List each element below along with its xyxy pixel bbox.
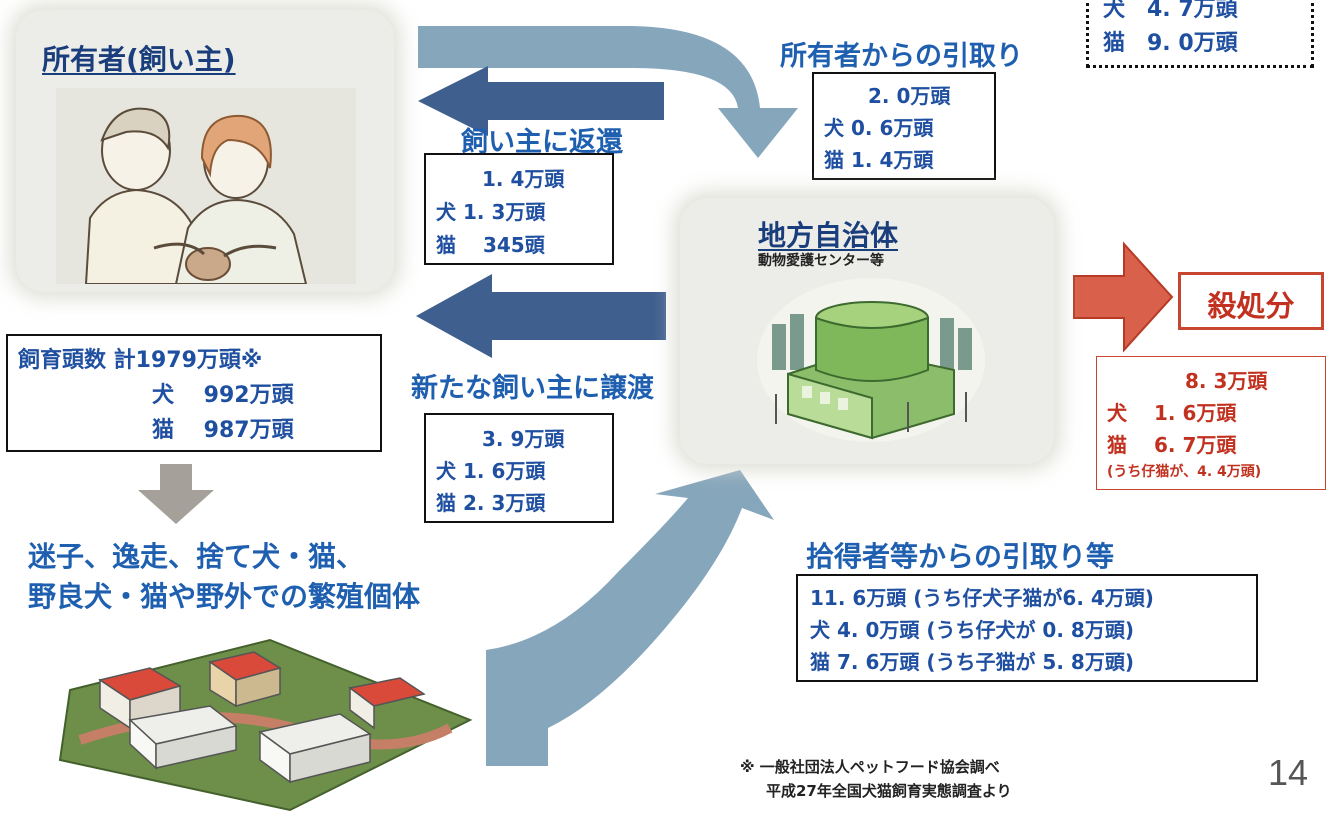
owner-takein-label: 所有者からの引取り (780, 41, 1023, 72)
euthanasia-label: 殺処分 (1207, 289, 1295, 323)
animal-center-illustration (757, 278, 985, 442)
finder-takein-cat: 猫 7. 6万頭 (うち子猫が 5. 8万頭) (810, 650, 1134, 674)
top-right-dog: 犬 4. 7万頭 (1103, 0, 1238, 22)
return-total: 1. 4万頭 (482, 167, 565, 191)
return-box: 1. 4万頭 犬 1. 3万頭 猫 345頭 (424, 153, 614, 265)
arrow-owner-down-to-stray (138, 464, 214, 524)
arrow-return-to-owner (418, 66, 664, 136)
stray-line-1: 迷子、逸走、捨て犬・猫、 (28, 540, 365, 573)
finder-takein-dog: 犬 4. 0万頭 (うち仔犬が 0. 8万頭) (810, 618, 1134, 642)
rehome-dog: 犬 1. 6万頭 (436, 459, 546, 483)
arrow-rehome-to-new-owner (416, 274, 666, 358)
rehome-total: 3. 9万頭 (482, 427, 565, 451)
owner-takein-total: 2. 0万頭 (868, 84, 951, 108)
euthanasia-label-box: 殺処分 (1178, 272, 1324, 330)
page-number: 14 (1268, 752, 1309, 793)
return-label: 飼い主に返還 (461, 127, 623, 158)
top-right-box: 犬 4. 7万頭 猫 9. 0万頭 (1086, 0, 1314, 68)
stock-dog: 犬 992万頭 (152, 383, 294, 408)
euthanasia-total: 8. 3万頭 (1185, 369, 1268, 393)
return-cat: 猫 345頭 (436, 233, 545, 257)
rehome-box: 3. 9万頭 犬 1. 6万頭 猫 2. 3万頭 (424, 413, 614, 523)
stock-total: 飼育頭数 計1979万頭※ (18, 348, 263, 373)
footnote-line-2: 平成27年全国犬猫飼育実態調査より (766, 782, 1012, 800)
euthanasia-dog: 犬 1. 6万頭 (1107, 401, 1237, 425)
finder-takein-label: 拾得者等からの引取り等 (806, 540, 1115, 573)
municipality-subtitle: 動物愛護センター等 (758, 253, 884, 269)
owner-illustration (56, 88, 356, 284)
euthanasia-cat: 猫 6. 7万頭 (1107, 433, 1237, 457)
return-dog: 犬 1. 3万頭 (436, 200, 546, 224)
rehome-label: 新たな飼い主に譲渡 (411, 373, 654, 404)
municipality-title: 地方自治体 (758, 219, 899, 252)
finder-takein-total: 11. 6万頭 (うち仔犬子猫が6. 4万頭) (810, 586, 1154, 610)
owner-takein-box: 2. 0万頭 犬 0. 6万頭 猫 1. 4万頭 (812, 72, 996, 180)
arrow-owner-to-municipality (418, 26, 798, 158)
owner-stock-box: 飼育頭数 計1979万頭※ 犬 992万頭 猫 987万頭 (6, 334, 382, 452)
owner-panel: 所有者(飼い主) (16, 10, 394, 292)
municipality-panel: 地方自治体 動物愛護センター等 (680, 198, 1054, 464)
top-right-cat: 猫 9. 0万頭 (1103, 31, 1238, 56)
rehome-cat: 猫 2. 3万頭 (436, 491, 546, 515)
finder-takein-box: 11. 6万頭 (うち仔犬子猫が6. 4万頭) 犬 4. 0万頭 (うち仔犬が … (796, 574, 1258, 682)
owner-takein-cat: 猫 1. 4万頭 (824, 148, 934, 172)
stray-line-2: 野良犬・猫や野外での繁殖個体 (28, 580, 421, 613)
owner-title: 所有者(飼い主) (42, 43, 236, 76)
footnote-line-1: ※ 一般社団法人ペットフード協会調べ (740, 758, 1000, 776)
euthanasia-note: (うち仔猫が、4. 4万頭) (1107, 464, 1262, 480)
arrow-stray-to-municipality (486, 470, 774, 766)
owner-takein-dog: 犬 0. 6万頭 (824, 116, 934, 140)
euthanasia-box: 8. 3万頭 犬 1. 6万頭 猫 6. 7万頭 (うち仔猫が、4. 4万頭) (1096, 356, 1326, 490)
stock-cat: 猫 987万頭 (152, 418, 294, 443)
arrow-to-euthanasia (1073, 241, 1174, 353)
town-illustration (58, 638, 473, 812)
